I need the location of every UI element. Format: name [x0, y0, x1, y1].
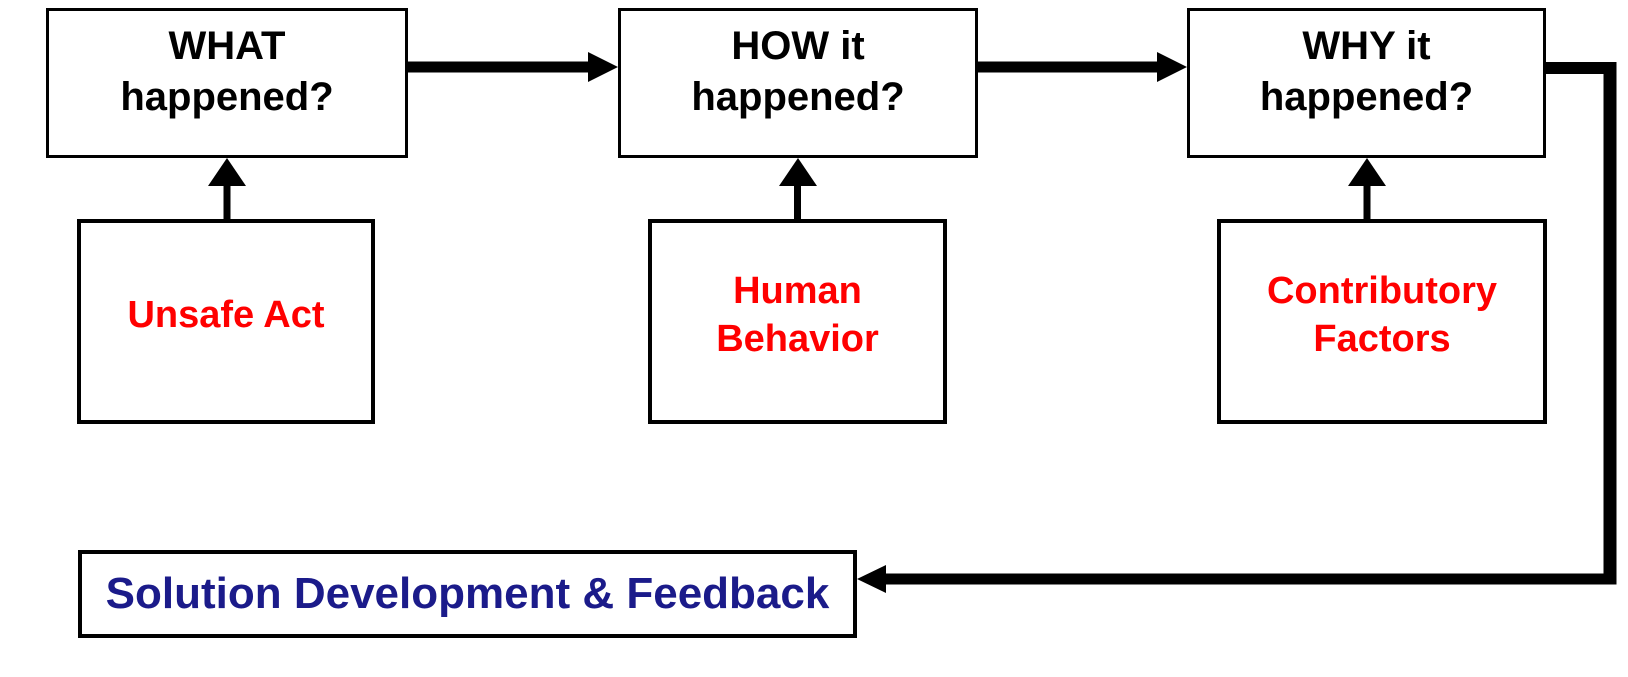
solution-development-feedback-label: Solution Development & Feedback — [105, 569, 830, 618]
arrow-human-behavior-to-how — [779, 158, 817, 219]
human-behavior-box: Human Behavior — [648, 219, 947, 424]
human-behavior-label-line2: Behavior — [716, 317, 879, 360]
what-happened-box: WHAT happened? — [46, 8, 408, 158]
arrow-what-to-how — [408, 52, 618, 82]
how-it-happened-label-line1: HOW it — [731, 24, 865, 68]
what-happened-label-line1: WHAT — [168, 24, 286, 68]
arrow-how-to-why — [978, 52, 1187, 82]
what-happened-label-line2: happened? — [120, 75, 334, 119]
contributory-factors-box: Contributory Factors — [1217, 219, 1547, 424]
why-it-happened-label-line1: WHY it — [1302, 24, 1431, 68]
how-it-happened-box: HOW it happened? — [618, 8, 978, 158]
unsafe-act-label: Unsafe Act — [127, 293, 325, 336]
arrow-unsafe-act-to-what — [208, 158, 246, 219]
why-it-happened-label-line2: happened? — [1259, 75, 1474, 119]
unsafe-act-box: Unsafe Act — [77, 219, 375, 424]
why-it-happened-box: WHY it happened? — [1187, 8, 1546, 158]
arrow-contributory-to-why — [1348, 158, 1386, 219]
contributory-factors-label-line1: Contributory — [1266, 269, 1498, 312]
human-behavior-label-line1: Human — [733, 269, 862, 312]
solution-development-feedback-box: Solution Development & Feedback — [78, 550, 857, 638]
how-it-happened-label-line2: happened? — [691, 75, 905, 119]
contributory-factors-label-line2: Factors — [1313, 317, 1451, 360]
